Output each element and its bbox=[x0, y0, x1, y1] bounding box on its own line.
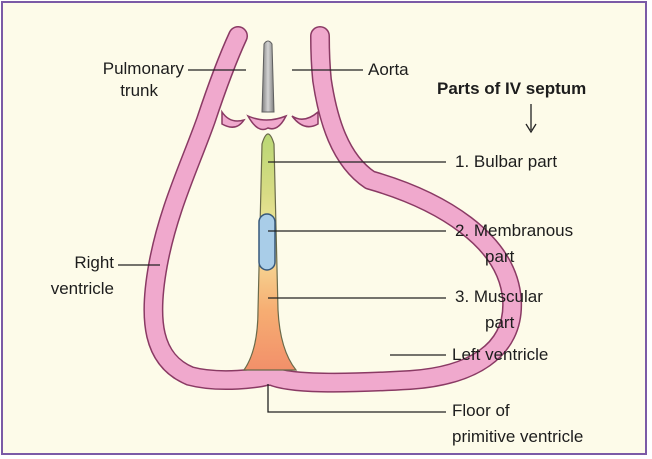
floor-line1: Floor of bbox=[452, 400, 583, 422]
right-ventricle-line1: Right bbox=[20, 252, 114, 274]
label-muscular-part: 3. Muscular part bbox=[455, 286, 543, 334]
label-left-ventricle: Left ventricle bbox=[452, 344, 548, 366]
label-floor: Floor of primitive ventricle bbox=[452, 400, 583, 448]
pulmonary-trunk-line2: trunk bbox=[66, 80, 158, 102]
floor-line2: primitive ventricle bbox=[452, 426, 583, 448]
label-heading: Parts of IV septum bbox=[437, 78, 586, 100]
muscular-line1: 3. Muscular bbox=[455, 286, 543, 308]
label-right-ventricle: Right ventricle bbox=[20, 252, 114, 300]
label-aorta: Aorta bbox=[368, 59, 409, 81]
pulmonary-trunk-line1: Pulmonary bbox=[66, 58, 184, 80]
membranous-line2: part bbox=[485, 246, 573, 268]
truncus-septum bbox=[262, 41, 274, 112]
iv-septum bbox=[244, 134, 296, 370]
membranous-part-shape bbox=[259, 214, 275, 270]
label-pulmonary-trunk: Pulmonary trunk bbox=[66, 58, 184, 102]
label-membranous-part: 2. Membranous part bbox=[455, 220, 573, 268]
muscular-line2: part bbox=[485, 312, 543, 334]
membranous-line1: 2. Membranous bbox=[455, 220, 573, 242]
right-ventricle-line2: ventricle bbox=[20, 278, 114, 300]
valve-cusps bbox=[222, 112, 318, 130]
label-bulbar-part: 1. Bulbar part bbox=[455, 151, 557, 173]
